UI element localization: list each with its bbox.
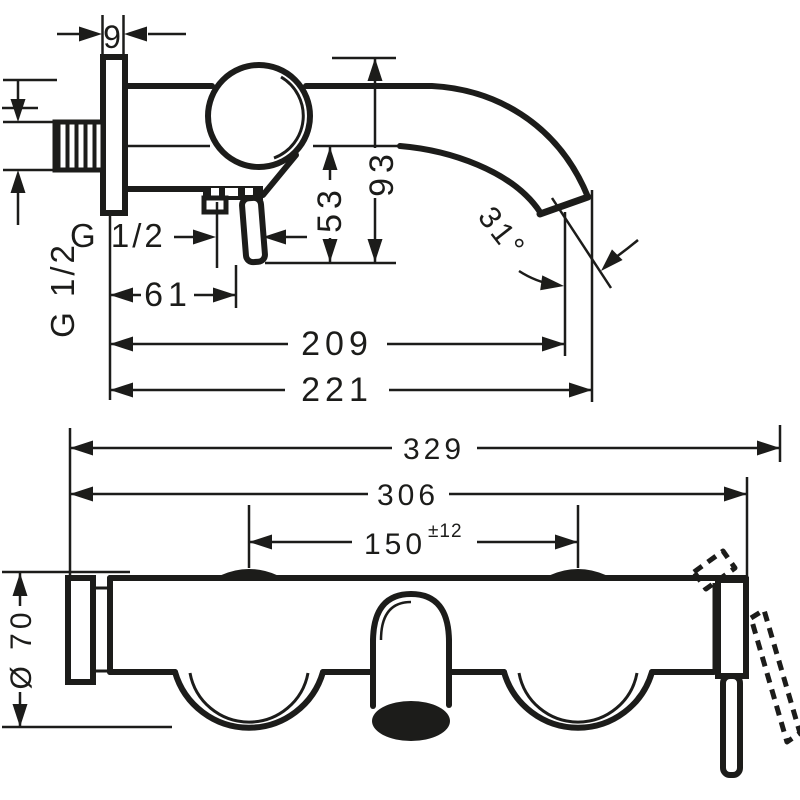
ball-shading-arc — [273, 75, 305, 160]
handle-alternate-position — [691, 548, 800, 745]
dim-reach-overall: 221 — [110, 190, 594, 409]
dim-escutcheon-diameter-label: Ø 70 — [5, 608, 38, 689]
dim-connection-centers-tolerance: ±12 — [428, 521, 463, 542]
lever-handle-side — [239, 194, 268, 266]
spout-tip-face — [536, 193, 592, 218]
dim-reach-to-tip: 209 — [110, 212, 567, 363]
dim-plate-thickness: 9 — [57, 15, 186, 56]
dim-drop-total-label: 93 — [363, 149, 401, 197]
side-view: 9 G 1/2 G 1/2 — [2, 15, 639, 409]
dim-body-width: 306 — [70, 477, 749, 579]
handle-ball — [205, 62, 313, 170]
dim-connection-centers: 150 ±12 — [247, 505, 580, 568]
dim-reach-overall-label: 221 — [301, 371, 373, 409]
spout-outer-curve — [303, 83, 591, 200]
dim-drop-from-center: 53 — [311, 147, 349, 262]
dim-overall-width: 329 — [68, 425, 782, 578]
dim-drop-from-center-label: 53 — [311, 185, 349, 233]
spout-outlet-opening — [372, 701, 450, 741]
lever-handle-plan — [720, 673, 743, 778]
dim-escutcheon-diameter: Ø 70 — [2, 570, 172, 729]
thread-label-side: G 1/2 — [44, 242, 81, 338]
dim-outlet-offset-label: 61 — [144, 276, 192, 314]
threaded-nipple — [52, 119, 106, 173]
dim-drop-total: 93 — [332, 56, 401, 262]
thread-label: G 1/2 — [70, 217, 166, 254]
mixer-body-plan — [107, 575, 749, 675]
dim-connection-centers-label: 150 — [364, 528, 426, 561]
wall-union — [65, 575, 96, 685]
mixer-body-profile — [122, 83, 592, 218]
dim-outlet-offset: 61 — [108, 213, 238, 400]
dim-plate-thickness-label: 9 — [103, 19, 123, 55]
dim-outlet-thread: G 1/2 — [70, 202, 307, 268]
escutcheon-left — [172, 569, 326, 731]
plan-view: 329 306 150 ±12 — [2, 425, 800, 778]
dim-body-width-label: 306 — [377, 479, 439, 512]
spout-plan — [370, 590, 452, 741]
dim-overall-width-label: 329 — [403, 433, 465, 466]
bottom-outlet — [201, 186, 263, 215]
valve-end-cap — [715, 577, 749, 679]
spout-inner-curve — [397, 143, 543, 215]
escutcheon-right — [501, 569, 655, 731]
wall-escutcheon-side — [100, 54, 128, 216]
dim-inlet-thread: G 1/2 — [2, 78, 81, 338]
dim-reach-to-tip-label: 209 — [301, 325, 373, 363]
